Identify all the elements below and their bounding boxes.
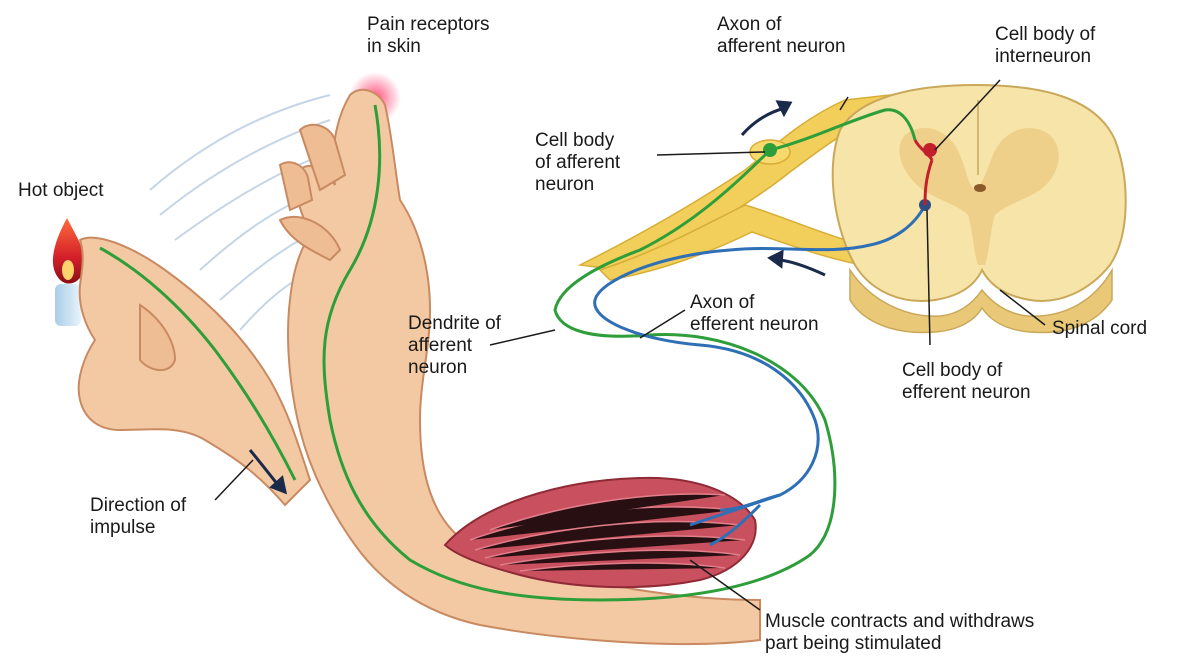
label-hot-object: Hot object — [18, 180, 104, 202]
label-spinal-cord: Spinal cord — [1052, 318, 1147, 340]
spinal-cord — [833, 85, 1126, 333]
candle — [53, 218, 85, 326]
candle-body — [55, 284, 81, 326]
arrow-up-icon — [778, 102, 790, 114]
arrow-left-icon — [770, 252, 782, 266]
afferent-cell-body — [763, 143, 777, 157]
interneuron-cell-body — [923, 143, 937, 157]
